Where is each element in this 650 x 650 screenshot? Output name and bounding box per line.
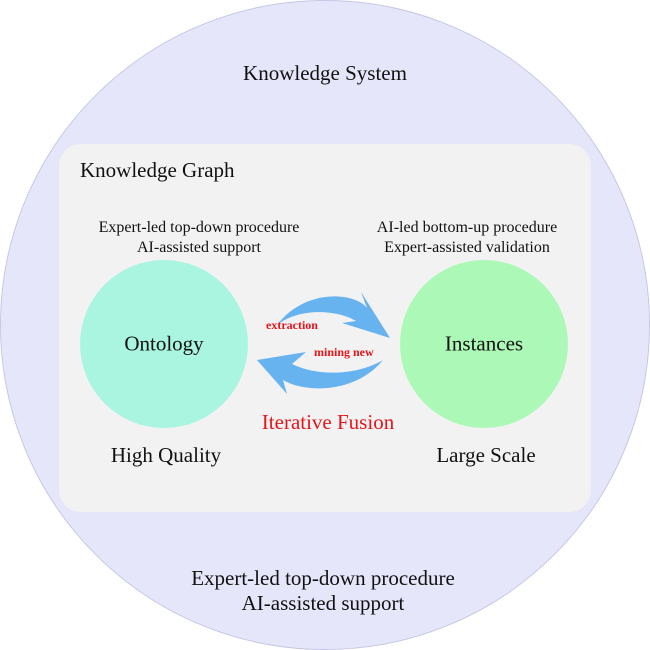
extraction-label: extraction [266, 318, 318, 332]
knowledge-system-description-line-2: AI-assisted support [241, 591, 405, 615]
knowledge-system-description: Expert-led top-down procedure AI-assiste… [191, 566, 455, 616]
instances-procedure-line-1: AI-led bottom-up procedure [376, 219, 558, 236]
knowledge-system-title: Knowledge System [243, 61, 407, 85]
mining-new-arrow [257, 352, 383, 394]
instances-circle: Instances [400, 260, 568, 428]
mining-new-label: mining new [314, 345, 374, 359]
knowledge-system-description-line-1: Expert-led top-down procedure [191, 566, 455, 590]
knowledge-graph-title: Knowledge Graph [80, 158, 235, 182]
instances-label: Instances [444, 331, 524, 356]
instances-procedure-description: AI-led bottom-up procedure Expert-assist… [377, 218, 557, 258]
ontology-circle: Ontology [80, 260, 248, 428]
ontology-procedure-line-1: Expert-led top-down procedure [98, 219, 300, 236]
extraction-arrow [277, 292, 390, 338]
ontology-label: Ontology [124, 331, 204, 356]
high-quality-label: High Quality [110, 443, 222, 467]
instances-procedure-line-2: Expert-assisted validation [384, 239, 550, 256]
ontology-procedure-line-2: AI-assisted support [137, 239, 261, 256]
iterative-fusion-arrows [257, 292, 390, 394]
iterative-fusion-label: Iterative Fusion [261, 410, 395, 434]
ontology-procedure-description: Expert-led top-down procedure AI-assiste… [99, 218, 300, 258]
large-scale-label: Large Scale [436, 443, 536, 467]
